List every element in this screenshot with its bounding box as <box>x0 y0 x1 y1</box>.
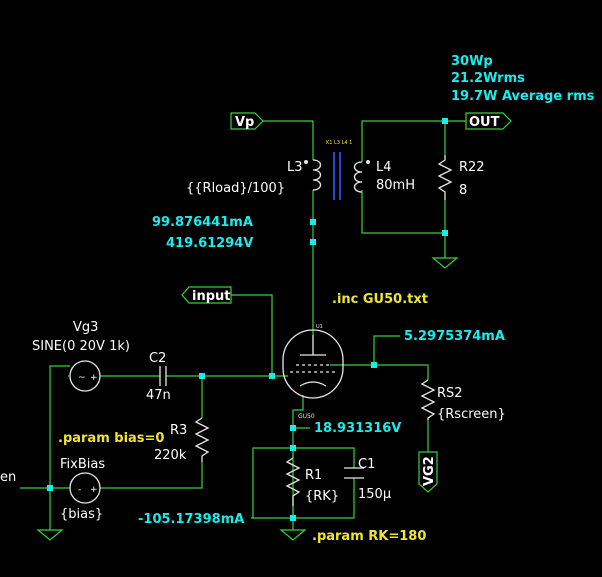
coupling-label: K1 L3 L4 1 <box>326 140 352 146</box>
port-vp-label: Vp <box>235 115 254 130</box>
l4-name: L4 <box>376 160 392 175</box>
fixbias-value: {bias} <box>60 507 103 522</box>
l3-name: L3 <box>287 160 303 175</box>
port-out[interactable]: OUT <box>465 112 512 130</box>
node-l3-current[interactable] <box>310 219 316 225</box>
l3-value: {{Rload}/100} <box>186 181 285 196</box>
resistor-r22[interactable] <box>437 155 453 200</box>
power-line-rms[interactable]: 21.2Wrms <box>451 71 525 86</box>
c1-value: 150µ <box>358 487 391 502</box>
node-screen[interactable] <box>371 362 377 368</box>
transformer-core: K1 L3 L4 1 <box>326 140 352 200</box>
r22-value: 8 <box>459 183 467 198</box>
probe-r1-current[interactable]: -105.17398mA <box>138 512 244 527</box>
wire-l4-top[interactable] <box>361 120 446 162</box>
wire-r1-bypass[interactable] <box>252 447 293 519</box>
svg-text:-: - <box>78 485 81 495</box>
svg-text:+: + <box>90 373 98 383</box>
port-vg2-label: VG2 <box>422 456 437 486</box>
resistor-rs2[interactable] <box>420 379 436 420</box>
node-r22-bottom[interactable] <box>442 230 448 236</box>
wire-c1-top[interactable] <box>293 447 355 468</box>
source-vg3[interactable]: ~ + <box>68 360 102 392</box>
node-out[interactable] <box>442 118 448 124</box>
node-r1-top[interactable] <box>290 445 296 451</box>
wire-screen-probe[interactable] <box>330 335 400 366</box>
fixbias-name: FixBias <box>60 457 105 472</box>
node-cathode[interactable] <box>290 425 296 431</box>
param-bias-directive[interactable]: .param bias=0 <box>58 431 164 446</box>
wire-vp-l3[interactable] <box>262 120 314 160</box>
power-line-peak[interactable]: 30Wp <box>451 54 493 69</box>
tube-pin-label: U1 <box>316 324 323 330</box>
svg-text:+: + <box>90 485 98 495</box>
probe-anode-voltage[interactable]: 419.61294V <box>166 236 253 251</box>
wire-screen-rs2[interactable] <box>374 364 429 380</box>
source-fixbias[interactable]: - + <box>69 472 101 504</box>
ground-left <box>36 529 64 541</box>
vg3-value: SINE(0 20V 1k) <box>32 339 130 354</box>
junction-nodes <box>47 118 448 521</box>
port-input-label: input <box>192 289 231 304</box>
node-fixbias[interactable] <box>47 485 53 491</box>
wire-r3-bottom[interactable] <box>100 462 203 489</box>
port-screen-partial-label: en <box>0 470 16 485</box>
c1-name: C1 <box>358 457 375 472</box>
power-line-average[interactable]: 19.7W Average rms <box>451 89 595 104</box>
r1-name: R1 <box>305 468 322 483</box>
rs2-name: RS2 <box>437 386 463 401</box>
wire-l4-bottom[interactable] <box>361 190 446 234</box>
svg-text:~: ~ <box>78 373 86 383</box>
inc-directive[interactable]: .inc GU50.txt <box>332 292 428 307</box>
vg3-name: Vg3 <box>73 320 98 335</box>
node-c2-r3[interactable] <box>199 373 205 379</box>
port-input[interactable]: input <box>181 286 232 304</box>
ground-r22 <box>431 257 459 269</box>
port-vp[interactable]: Vp <box>230 112 264 130</box>
r3-name: R3 <box>170 423 187 438</box>
inductor-l4[interactable] <box>353 160 371 193</box>
probe-cathode-voltage[interactable]: 18.931316V <box>314 421 401 436</box>
r3-value: 220k <box>154 448 187 463</box>
tube-model-label: GU50 <box>298 413 315 420</box>
c2-value: 47n <box>146 388 171 403</box>
wire-cathode[interactable] <box>292 395 304 530</box>
wire-c1-bottom[interactable] <box>293 478 355 519</box>
r1-value: {RK} <box>305 489 339 504</box>
node-grid[interactable] <box>269 373 275 379</box>
capacitor-c2[interactable] <box>159 366 167 386</box>
inductor-l3[interactable] <box>304 159 322 191</box>
rs2-value: {Rscreen} <box>437 407 506 422</box>
c2-name: C2 <box>149 351 166 366</box>
capacitor-c1[interactable] <box>344 467 364 479</box>
probe-screen-current[interactable]: 5.2975374mA <box>404 329 505 344</box>
wire-vg3-left[interactable] <box>49 365 70 376</box>
resistor-r1[interactable] <box>285 457 301 506</box>
node-r1-bottom[interactable] <box>290 515 296 521</box>
node-anode[interactable] <box>310 239 316 245</box>
l4-value: 80mH <box>376 178 415 193</box>
param-rk-directive[interactable]: .param RK=180 <box>312 529 426 544</box>
wires <box>20 120 466 530</box>
r22-name: R22 <box>459 160 485 175</box>
tube-gu50[interactable]: U1 GU50 <box>282 324 344 420</box>
ground-cathode <box>279 529 307 541</box>
probe-l3-current[interactable]: 99.876441mA <box>152 215 253 230</box>
port-out-label: OUT <box>469 115 500 130</box>
wire-input[interactable] <box>231 294 273 376</box>
resistor-r3[interactable] <box>194 417 210 462</box>
port-vg2[interactable]: VG2 <box>418 451 438 493</box>
